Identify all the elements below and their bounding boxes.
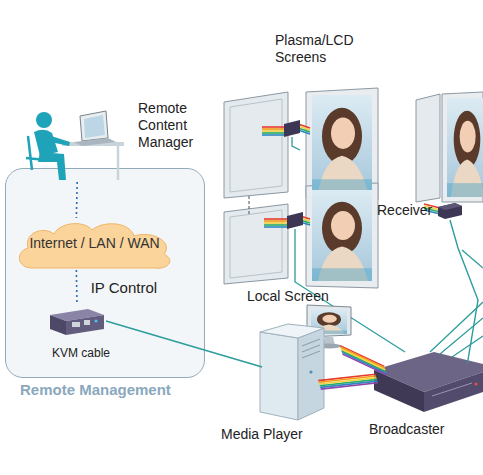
tower-shape [258, 322, 326, 422]
node-label: Internet / LAN / WAN [12, 235, 177, 252]
cable-strand [340, 346, 384, 367]
signal-wire [462, 250, 483, 268]
receiver-box [284, 120, 303, 229]
receiver-box: Receiver [437, 202, 463, 220]
screen-back-panel [224, 92, 288, 198]
receiver-box [287, 212, 303, 229]
signal-wire [292, 137, 483, 357]
node-label: Broadcaster [369, 421, 479, 438]
connector-group [106, 321, 262, 367]
connector-group [340, 346, 387, 375]
cable-strand [321, 383, 378, 389]
cable-strand [320, 381, 377, 387]
signal-wire [452, 336, 483, 357]
cable-strand [262, 128, 286, 130]
cable-strand [264, 218, 289, 220]
cable-strand [262, 134, 286, 136]
signal-cable [450, 220, 478, 363]
cable-strand [340, 347, 384, 368]
signal-wire [292, 137, 300, 150]
cable-strand [264, 224, 289, 226]
cable-strand [262, 130, 286, 132]
node-label: Remote Content Manager [138, 100, 210, 150]
cable-strand [262, 132, 286, 134]
cable-strand [264, 220, 289, 222]
cable-strand [319, 376, 376, 382]
content-manager-figure: Remote Content Manager [20, 108, 130, 182]
broadcaster-shape [372, 350, 483, 416]
rainbow-cable [319, 378, 376, 384]
cable-strand [264, 222, 289, 224]
screen-back-panel [416, 94, 440, 202]
cable-strand [262, 126, 286, 128]
mount-line [249, 196, 250, 214]
connector-group [450, 220, 478, 363]
cable-strand [264, 226, 289, 228]
cable-strand [318, 374, 375, 380]
screen-back-panel [224, 92, 440, 284]
connector-group [318, 374, 378, 389]
panel-detail [230, 99, 282, 278]
plasma-screen [306, 183, 378, 288]
signal-wire [430, 302, 483, 352]
media-player-tower: Media Player [258, 322, 326, 422]
rainbow-cable [341, 349, 385, 370]
kvm-device: KVM cable [48, 305, 106, 337]
broadcaster-unit: Broadcaster [372, 350, 483, 416]
screen-photo [312, 190, 372, 281]
remote-management-zone: Remote ManagementInternet / LAN / WANKVM… [5, 168, 205, 378]
person-shape [20, 108, 130, 182]
connector-group [76, 182, 78, 218]
kvm-shape [48, 305, 106, 337]
receiver-box [284, 120, 300, 137]
group-label: Plasma/LCD Screens [275, 32, 355, 66]
rainbow-cable [262, 124, 440, 227]
node-label: Remote Management [20, 381, 200, 399]
cable-strand [342, 352, 386, 373]
network-cloud: Internet / LAN / WAN [12, 218, 177, 270]
node-label: Media Player [221, 426, 331, 443]
cable-strand [342, 351, 386, 372]
node-label: KVM cable [52, 346, 142, 360]
connector-group [76, 270, 78, 305]
receiver-shape [437, 202, 463, 220]
signal-cable [106, 321, 262, 367]
network-link [76, 270, 78, 305]
screen-photo [312, 95, 372, 193]
cable-strand [343, 354, 387, 375]
cable-strand [320, 379, 377, 385]
screen-photo [447, 98, 483, 197]
node-label: Local Screen [247, 288, 347, 305]
panel-detail [230, 99, 282, 192]
network-link [76, 182, 78, 218]
plasma-screen [306, 88, 378, 200]
node-label: Receiver [377, 202, 435, 219]
screen-back-panel [224, 204, 288, 284]
